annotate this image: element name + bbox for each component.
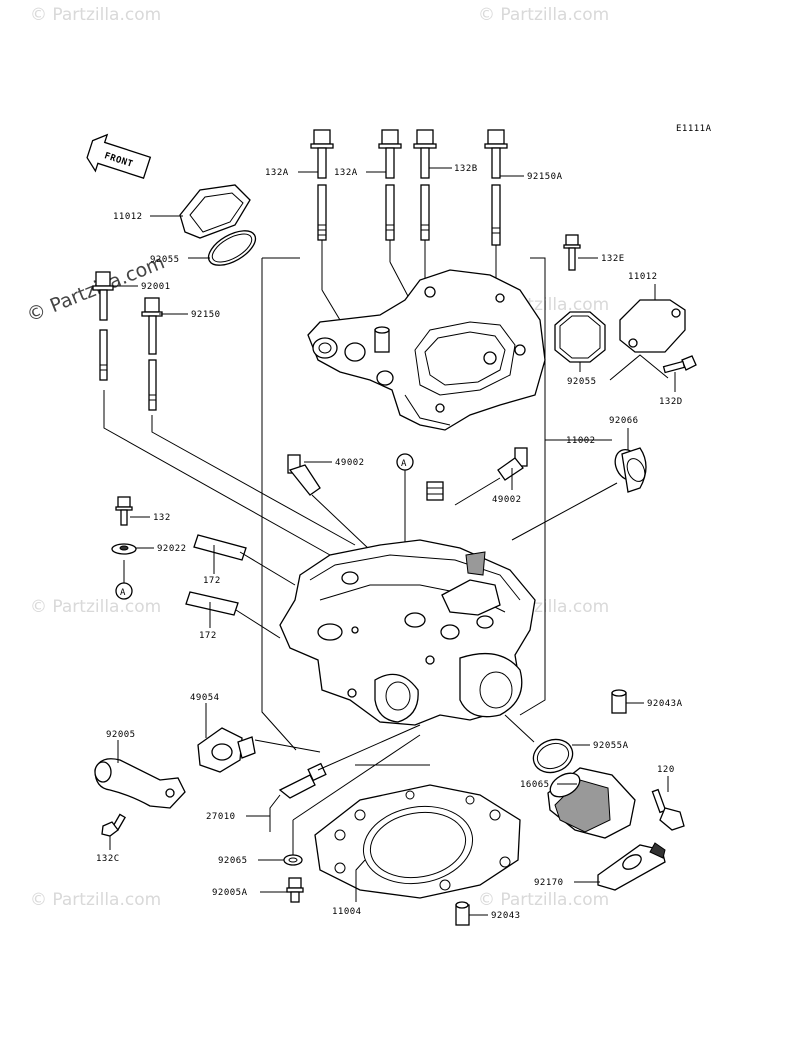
bolt-132 [115,496,133,526]
part-label-172: 172 [199,631,217,641]
bolt-132B [413,129,437,290]
watermark: © Partzilla.com [30,5,161,25]
tappet-49002-right [454,447,528,506]
bolt-92150 [141,297,356,546]
bolt-132E [563,234,581,271]
part-label-92065: 92065 [218,856,248,866]
washer-92065 [283,734,421,866]
part-label-92055: 92055 [150,255,180,265]
bolt-92001 [92,271,331,556]
bolt-132C [101,813,126,837]
front-arrow-icon: FRONT [86,133,152,179]
part-label-49002: 49002 [335,458,365,468]
stud-172-lower [185,591,281,639]
dowel-92043A [611,689,627,714]
thermostat-49054 [197,727,321,773]
sensor-27010 [269,724,421,832]
diagram-code: E1111A [676,124,712,134]
intake-pipe-16065 [547,767,636,839]
bolt-120 [651,788,685,831]
cylinder-head [279,539,536,726]
stud-172-upper [193,534,296,586]
part-label-27010: 27010 [206,812,236,822]
o-ring-92055A [504,714,574,774]
part-label-92150: 92150 [191,310,221,320]
part-label-92022: 92022 [157,544,187,554]
marker-label: A [401,459,407,469]
part-label-172: 172 [203,576,221,586]
bolt-132A-1 [310,129,341,321]
part-label-49002: 49002 [492,495,522,505]
marker-a-left: A [115,560,133,600]
part-labels: 132A 132A 132B 92150A 11012 92055 92001 … [96,164,683,921]
part-label-132: 132 [153,513,171,523]
bolt-132D [662,355,697,374]
part-label-132A: 132A [334,168,358,178]
bolt-92150A [484,129,508,295]
part-label-11004: 11004 [332,907,362,917]
part-label-92001: 92001 [141,282,171,292]
valve-seal [426,481,444,501]
cover-11012-right [609,299,686,381]
gasket-92055-right [554,311,606,363]
part-label-92005: 92005 [106,730,136,740]
clamp-92170 [597,842,666,891]
part-label-11012: 11012 [113,212,143,222]
cap-92066 [511,447,647,541]
tappet-49002-left [287,454,371,551]
frame-lines [261,257,612,766]
water-pipe-92005 [94,758,186,809]
watermark: © Partzilla.com [30,890,161,910]
dowel-92043 [455,901,470,926]
fitting-92005A [286,877,304,903]
gasket-92055-top [207,230,257,266]
part-label-92066: 92066 [609,416,639,426]
part-label-92005A: 92005A [212,888,248,898]
part-label-49054: 49054 [190,693,220,703]
part-label-11002: 11002 [566,436,596,446]
part-label-132A: 132A [265,168,289,178]
part-label-132D: 132D [659,397,683,407]
washer-92022 [111,543,137,555]
part-label-132B: 132B [454,164,478,174]
part-label-92170: 92170 [534,878,564,888]
part-label-92043A: 92043A [647,699,683,709]
part-label-92055: 92055 [567,377,597,387]
watermark: © Partzilla.com [30,597,161,617]
cylinder-head-cover [307,269,546,431]
part-label-92055A: 92055A [593,741,629,751]
head-gasket-11004 [314,784,521,899]
part-label-132C: 132C [96,854,120,864]
part-label-132E: 132E [601,254,625,264]
watermark: © Partzilla.com [478,890,609,910]
part-label-120: 120 [657,765,675,775]
part-label-92043: 92043 [491,911,521,921]
part-label-92150A: 92150A [527,172,563,182]
marker-label: A [120,588,126,598]
cover-11012-top [179,184,251,239]
part-label-16065: 16065 [520,780,550,790]
watermark: © Partzilla.com [478,5,609,25]
part-label-11012: 11012 [628,272,658,282]
